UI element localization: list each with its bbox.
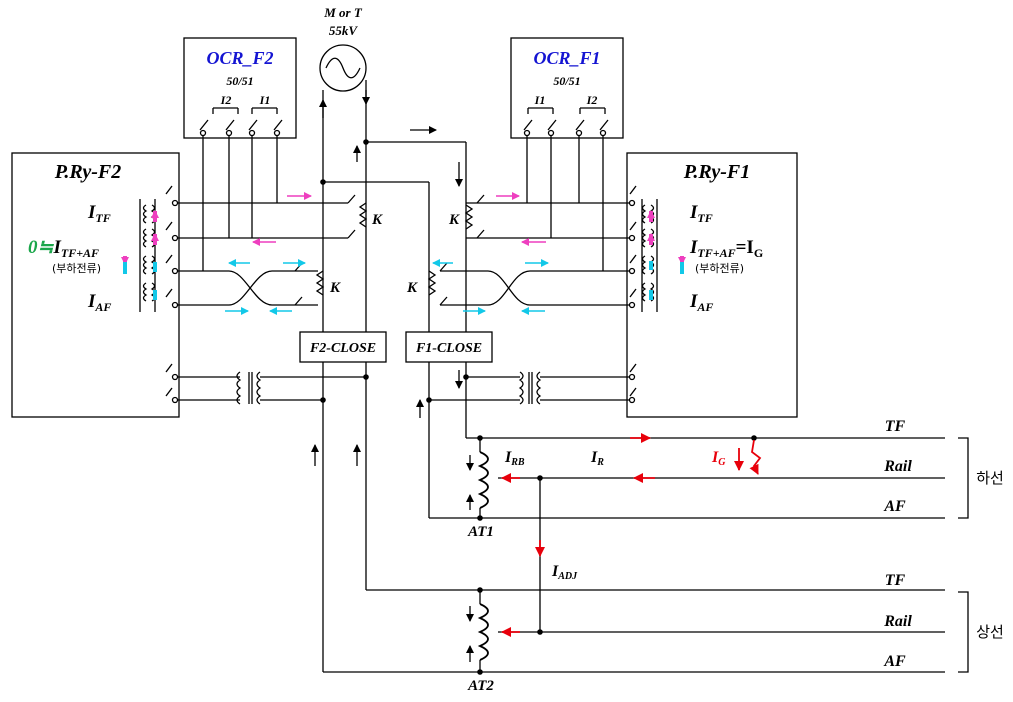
k-label-f1-upper: K: [448, 212, 460, 228]
up-line-name: 상선: [976, 623, 1004, 641]
f2-close-label: F2-CLOSE: [309, 341, 376, 356]
pry-f2-load-note: (부하전류): [52, 261, 101, 275]
source-label-1: M or T: [323, 5, 363, 20]
ocr-f1-tap-i1: I1: [534, 93, 546, 107]
up-tf-label: TF: [885, 572, 906, 589]
i-r-label: IR: [590, 449, 604, 468]
k-label-f2-lower: K: [329, 280, 341, 296]
k-relay-f1-lower: [427, 262, 448, 306]
pry-f2-title: P.Ry-F2: [54, 161, 122, 183]
i-adj-label: IADJ: [551, 563, 578, 582]
down-rail-label: Rail: [883, 458, 912, 475]
fault-current-arrows: [501, 433, 762, 637]
ocr-f1-title: OCR_F1: [533, 48, 600, 68]
up-rail-label: Rail: [883, 613, 912, 630]
bus-wiring: [178, 90, 969, 673]
pry-f2-i-af: IAF: [87, 291, 111, 314]
ocr-f2-contacts: [199, 119, 283, 137]
pry-f2-i-tf: ITF: [87, 202, 111, 225]
aux-transformer-f1: [518, 371, 542, 405]
at2-label: AT2: [467, 678, 494, 694]
black-direction-arrows: [311, 80, 474, 662]
ocr-f2-spec: 50/51: [226, 74, 253, 88]
pry-f1-box: [626, 152, 798, 418]
f1-close-box: [405, 331, 493, 363]
junction-dots: [320, 139, 757, 675]
at1-coil: [477, 451, 489, 509]
f1-close-label: F1-CLOSE: [415, 341, 482, 356]
f2-close-box: [299, 331, 387, 363]
pry-f1-i-af: IAF: [689, 291, 713, 314]
ocr-f1-contacts: [523, 119, 609, 137]
k-label-f1-lower: K: [406, 280, 418, 296]
i-g-label: IG: [711, 449, 726, 468]
pry-f1-i-tfaf: ITF+AF=IG: [689, 237, 763, 260]
at1-label: AT1: [467, 524, 494, 540]
k-relay-f2-upper: [347, 194, 368, 239]
ocr-f2-box: [183, 37, 297, 139]
ocr-f2-tap-i1: I1: [259, 93, 271, 107]
down-af-label: AF: [883, 498, 906, 515]
k-relay-f1-upper: [464, 194, 485, 239]
ocr-f1-spec: 50/51: [553, 74, 580, 88]
source-label-2: 55kV: [329, 23, 359, 38]
ocr-f2-title: OCR_F2: [206, 48, 273, 68]
ocr-f1-tap-i2: I2: [586, 93, 598, 107]
pry-f1-i-tf: ITF: [689, 202, 713, 225]
ocr-f2-tap-i2: I2: [220, 93, 232, 107]
source-symbol: [319, 44, 367, 92]
down-line-name: 하선: [976, 469, 1004, 487]
down-tf-label: TF: [885, 418, 906, 435]
ocr-f1-box: [510, 37, 624, 139]
at2-coil: [477, 603, 489, 661]
k-relay-f2-lower: [294, 262, 325, 306]
aux-transformer-f2: [236, 371, 262, 405]
pry-f1-title: P.Ry-F1: [683, 161, 751, 183]
pry-f1-internals: [628, 185, 686, 404]
pry-f2-box: [11, 152, 180, 418]
cyan-current-arrows: [225, 259, 549, 315]
up-af-label: AF: [883, 653, 906, 670]
pry-f1-load-note: (부하전류): [695, 261, 744, 275]
pry-f2-i-tfaf: 0≒ITF+AF: [28, 237, 99, 260]
pry-f2-internals: [121, 185, 179, 404]
i-rb-label: IRB: [504, 449, 525, 468]
magenta-current-arrows: [252, 192, 546, 246]
k-label-f2-upper: K: [371, 212, 383, 228]
